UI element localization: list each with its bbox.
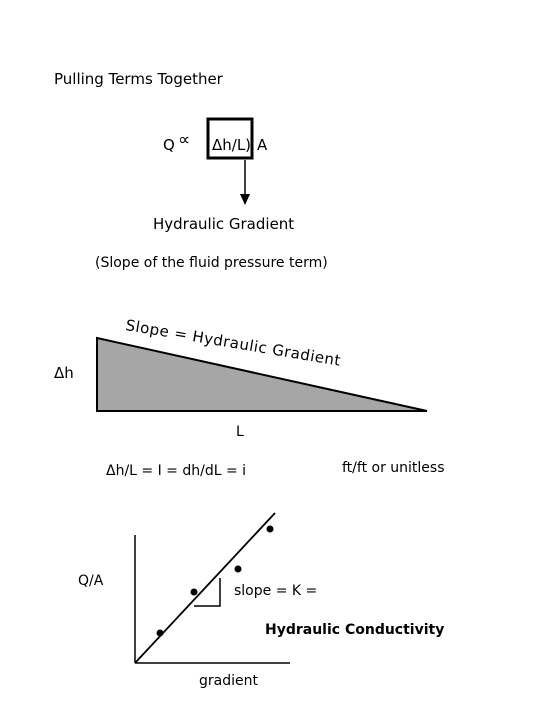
length-label: L bbox=[236, 424, 244, 440]
plot-fit-line bbox=[134, 512, 276, 664]
plot-y-label: Q/A bbox=[78, 573, 104, 589]
delta-h-label: Δh bbox=[54, 364, 74, 382]
plot-data-point bbox=[234, 565, 242, 573]
hydraulic-gradient-label: Hydraulic Gradient bbox=[153, 215, 295, 233]
area-symbol: A bbox=[257, 136, 268, 154]
plot-x-label: gradient bbox=[199, 673, 258, 689]
page-title: Pulling Terms Together bbox=[54, 70, 223, 88]
plot-slope-triangle bbox=[194, 578, 221, 607]
plot-data-point bbox=[190, 588, 198, 596]
plot-data-point bbox=[156, 629, 164, 637]
proportional-symbol: ∝ bbox=[178, 130, 191, 150]
gradient-note: (Slope of the fluid pressure term) bbox=[95, 255, 328, 271]
plot-data-point bbox=[266, 525, 274, 533]
slope-triangle bbox=[96, 336, 428, 412]
hydraulic-conductivity-label: Hydraulic Conductivity bbox=[265, 622, 445, 638]
q-symbol: Q bbox=[163, 136, 175, 154]
plot-slope-text: slope = K = bbox=[234, 583, 318, 599]
units-label: ft/ft or unitless bbox=[342, 460, 445, 476]
boxed-gradient-term: Δh/L) bbox=[212, 136, 252, 154]
down-arrow-head bbox=[240, 194, 250, 205]
gradient-formula: Δh/L = I = dh/dL = i bbox=[106, 463, 247, 479]
gradient-term-box bbox=[206, 117, 254, 160]
